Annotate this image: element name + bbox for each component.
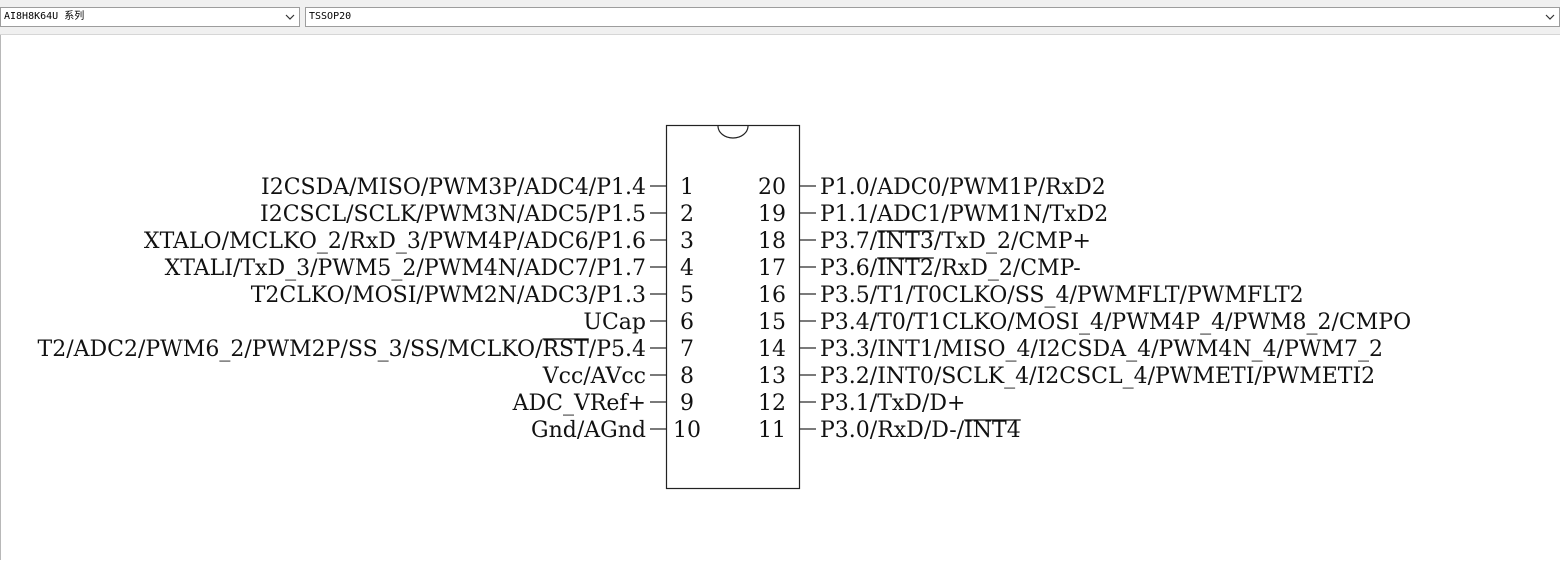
pin-label: T2CLKO/MOSI/PWM2N/ADC3/P1.3 xyxy=(251,283,646,308)
pin-left-10: Gnd/AGnd 10 xyxy=(531,418,701,443)
pin-number: 6 xyxy=(680,310,694,335)
pin-right-17: 17 P3.6/INT2/RxD_2/CMP- xyxy=(758,256,1081,281)
pin-label: P3.7/INT3/TxD_2/CMP+ xyxy=(820,229,1091,254)
pin-left-4: XTALI/TxD_3/PWM5_2/PWM4N/ADC7/P1.7 4 xyxy=(165,256,694,281)
pin-label: UCap xyxy=(583,310,646,335)
pin-label: P3.5/T1/T0CLKO/SS_4/PWMFLT/PWMFLT2 xyxy=(820,283,1304,308)
package-select-value: TSSOP20 xyxy=(309,11,352,22)
pin-number: 16 xyxy=(758,283,786,308)
pin-label: XTALI/TxD_3/PWM5_2/PWM4N/ADC7/P1.7 xyxy=(165,256,646,281)
pin-number: 5 xyxy=(680,283,694,308)
pin-number: 3 xyxy=(680,229,694,254)
pin-left-6: UCap 6 xyxy=(583,310,694,335)
pin-number: 1 xyxy=(680,175,694,200)
right-pin-group: 20 P1.0/ADC0/PWM1P/RxD2 19 P1.1/ADC1/PWM1N/… xyxy=(758,175,1411,443)
pin-left-9: ADC_VRef+ 9 xyxy=(512,391,694,416)
series-select-value: AI8H8K64U 系列 xyxy=(4,11,85,22)
chip-notch xyxy=(717,125,749,139)
pin-right-15: 15 P3.4/T0/T1CLKO/MOSI_4/PWM4P_4/PWM8_2/C… xyxy=(758,310,1411,335)
pin-right-16: 16 P3.5/T1/T0CLKO/SS_4/PWMFLT/PWMFLT2 xyxy=(758,283,1304,308)
pin-label: P3.6/INT2/RxD_2/CMP- xyxy=(820,256,1081,281)
pin-number: 14 xyxy=(758,337,786,362)
pin-label: P3.1/TxD/D+ xyxy=(820,391,965,416)
pin-label: P1.1/ADC1/PWM1N/TxD2 xyxy=(820,202,1108,227)
pin-left-2: I2CSCL/SCLK/PWM3N/ADC5/P1.5 2 xyxy=(260,202,694,227)
pin-number: 11 xyxy=(758,418,786,443)
pin-right-20: 20 P1.0/ADC0/PWM1P/RxD2 xyxy=(758,175,1106,200)
pin-label: P3.2/INT0/SCLK_4/I2CSCL_4/PWMETI/PWMETI2 xyxy=(820,364,1375,389)
pin-number: 13 xyxy=(758,364,786,389)
pin-right-11: 11 P3.0/RxD/D-/INT4 xyxy=(758,418,1021,443)
pin-number: 20 xyxy=(758,175,786,200)
series-select[interactable]: AI8H8K64U 系列 xyxy=(0,7,300,27)
pin-right-19: 19 P1.1/ADC1/PWM1N/TxD2 xyxy=(758,202,1108,227)
pin-number: 7 xyxy=(680,337,694,362)
pin-number: 18 xyxy=(758,229,786,254)
toolbar: AI8H8K64U 系列 TSSOP20 xyxy=(0,0,1560,35)
pin-label: I2CSCL/SCLK/PWM3N/ADC5/P1.5 xyxy=(260,202,646,227)
pin-left-3: XTALO/MCLKO_2/RxD_3/PWM4P/ADC6/P1.6 3 xyxy=(144,229,694,254)
pin-number: 12 xyxy=(758,391,786,416)
chevron-down-icon[interactable] xyxy=(1544,8,1556,26)
pin-number: 2 xyxy=(680,202,694,227)
pin-label: Gnd/AGnd xyxy=(531,418,646,443)
pin-number: 17 xyxy=(758,256,786,281)
pin-right-12: 12 P3.1/TxD/D+ xyxy=(758,391,965,416)
pin-left-7: T2/ADC2/PWM6_2/PWM2P/SS_3/SS/MCLKO/RST/P… xyxy=(38,337,694,362)
pin-label: P3.3/INT1/MISO_4/I2CSDA_4/PWM4N_4/PWM7_2 xyxy=(820,337,1383,362)
pin-left-5: T2CLKO/MOSI/PWM2N/ADC3/P1.3 5 xyxy=(251,283,694,308)
pin-label: P3.0/RxD/D-/INT4 xyxy=(820,418,1021,443)
chevron-down-icon[interactable] xyxy=(284,8,296,26)
pin-right-18: 18 P3.7/INT3/TxD_2/CMP+ xyxy=(758,229,1091,254)
pin-label: ADC_VRef+ xyxy=(512,391,646,416)
pin-left-8: Vcc/AVcc 8 xyxy=(542,364,694,389)
package-select[interactable]: TSSOP20 xyxy=(305,7,1560,27)
pin-label: I2CSDA/MISO/PWM3P/ADC4/P1.4 xyxy=(261,175,646,200)
pin-number: 15 xyxy=(758,310,786,335)
pin-right-14: 14 P3.3/INT1/MISO_4/I2CSDA_4/PWM4N_4/PWM7… xyxy=(758,337,1383,362)
pin-number: 19 xyxy=(758,202,786,227)
pin-left-1: I2CSDA/MISO/PWM3P/ADC4/P1.4 1 xyxy=(261,175,694,200)
pin-right-13: 13 P3.2/INT0/SCLK_4/I2CSCL_4/PWMETI/PWMET… xyxy=(758,364,1375,389)
chip-body xyxy=(665,124,801,490)
pin-label: P3.4/T0/T1CLKO/MOSI_4/PWM4P_4/PWM8_2/CMP… xyxy=(820,310,1411,335)
pin-label: XTALO/MCLKO_2/RxD_3/PWM4P/ADC6/P1.6 xyxy=(144,229,646,254)
pin-label: P1.0/ADC0/PWM1P/RxD2 xyxy=(820,175,1106,200)
pin-label: T2/ADC2/PWM6_2/PWM2P/SS_3/SS/MCLKO/RST/P… xyxy=(38,337,646,362)
pin-number: 4 xyxy=(680,256,694,281)
pin-number: 8 xyxy=(680,364,694,389)
pin-number: 10 xyxy=(673,418,701,443)
pin-number: 9 xyxy=(680,391,694,416)
pin-label: Vcc/AVcc xyxy=(542,364,646,389)
